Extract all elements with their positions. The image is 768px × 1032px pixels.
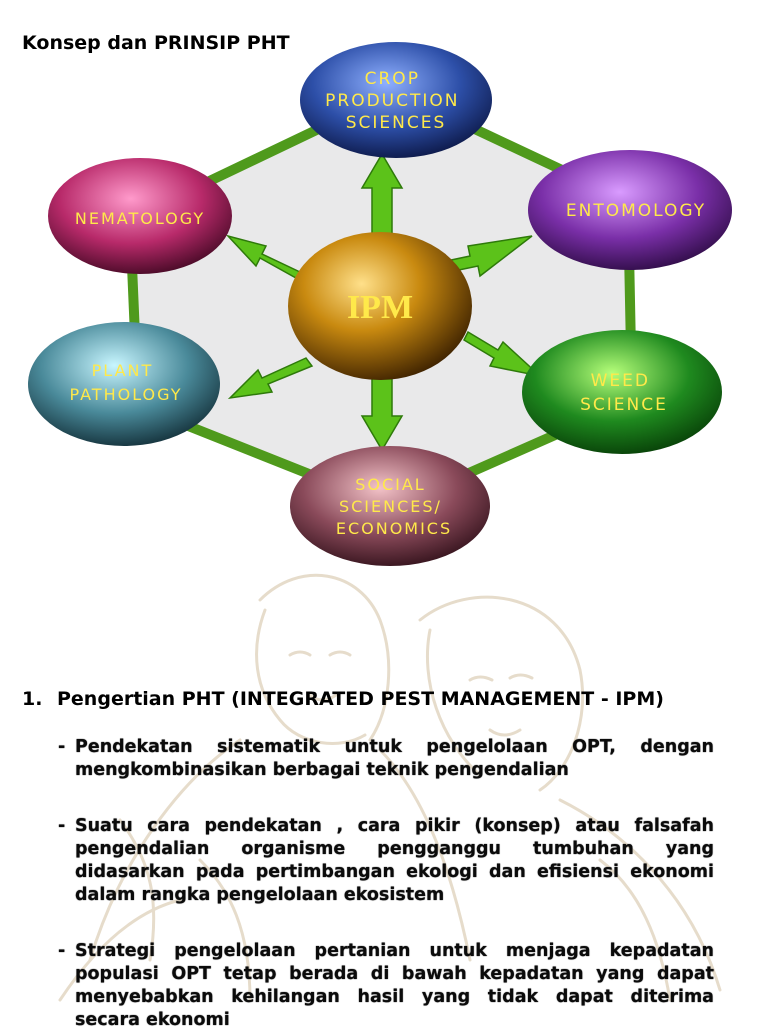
node-crop-production-sciences: CROP PRODUCTION SCIENCES [300,42,492,158]
bullet-marker: - [58,737,66,757]
node-entomology: ENTOMOLOGY [528,150,732,270]
list-item: - Suatu cara pendekatan , cara pikir (ko… [58,815,714,907]
list-item: - Pendekatan sistematik untuk pengelolaa… [58,736,714,782]
arrow-lower-right [463,330,543,378]
bullet-text: Strategi pengelolaan pertanian untuk men… [75,941,714,1030]
list-item: - Strategi pengelolaan pertanian untuk m… [58,940,714,1032]
svg-text:CROP PRODUCTION SC: CROP PRODUCTION SCIENCES [325,69,467,133]
svg-text:SOCIAL SCIENCES/ E: SOCIAL SCIENCES/ ECONOMICS [336,475,452,538]
page-title: Konsep dan PRINSIP PHT [22,32,290,54]
svg-text:ENTOMOLOGY: ENTOMOLOGY [566,201,706,221]
center-node-ipm: IPM [288,232,472,380]
bullet-text: Pendekatan sistematik untuk pengelolaan … [75,737,714,780]
ipm-diagram: IPM CROP PRODUCTION SCIENCES ENTOMOLOGY … [28,42,732,566]
definition-list: - Pendekatan sistematik untuk pengelolaa… [58,736,714,1032]
bullet-marker: - [58,941,66,961]
svg-text:PLANT PATHOLOGY: PLANT PATHOLOGY [69,361,182,404]
bullet-text: Suatu cara pendekatan , cara pikir (kons… [75,816,714,905]
background-sketch-watermark [58,573,722,1002]
center-label: IPM [347,289,413,326]
section-heading-text: Pengertian PHT (INTEGRATED PEST MANAGEME… [57,688,664,710]
bullet-marker: - [58,816,66,836]
arrow-down [360,377,404,452]
arrow-up [360,152,404,241]
section-heading: 1. Pengertian PHT (INTEGRATED PEST MANAGE… [22,688,722,711]
node-social-sciences-economics: SOCIAL SCIENCES/ ECONOMICS [290,446,490,566]
section-number: 1. [22,688,43,710]
svg-text:NEMATOLOGY: NEMATOLOGY [75,209,205,228]
node-nematology: NEMATOLOGY [48,158,232,274]
node-weed-science: WEED SCIENCE [522,330,722,454]
arrow-lower-left [227,357,314,400]
arrow-upper-left [225,234,302,279]
svg-text:WEED SCIENCE: WEED SCIENCE [580,371,668,415]
node-plant-pathology: PLANT PATHOLOGY [28,322,220,446]
